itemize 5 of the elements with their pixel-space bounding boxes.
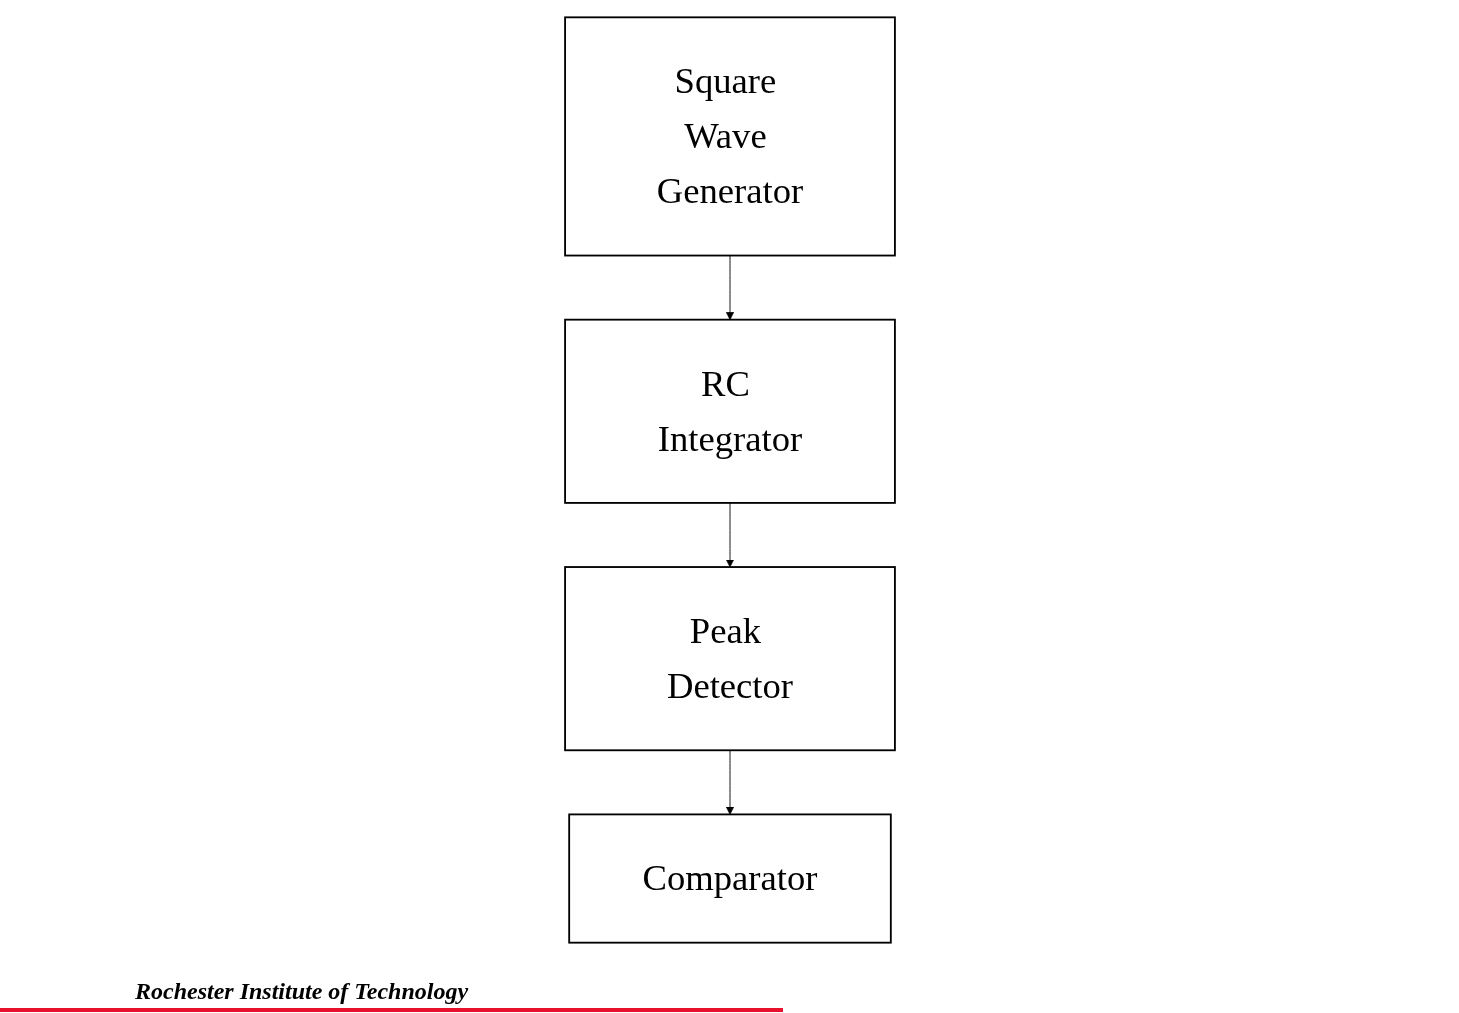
node-box: RC Integrator [563, 318, 896, 504]
footer-text: Rochester Institute of Technology [135, 978, 469, 1005]
node-box: Peak Detector [563, 566, 896, 752]
node-box: Comparator [567, 813, 892, 944]
node-box: Square Wave Generator [563, 16, 896, 257]
